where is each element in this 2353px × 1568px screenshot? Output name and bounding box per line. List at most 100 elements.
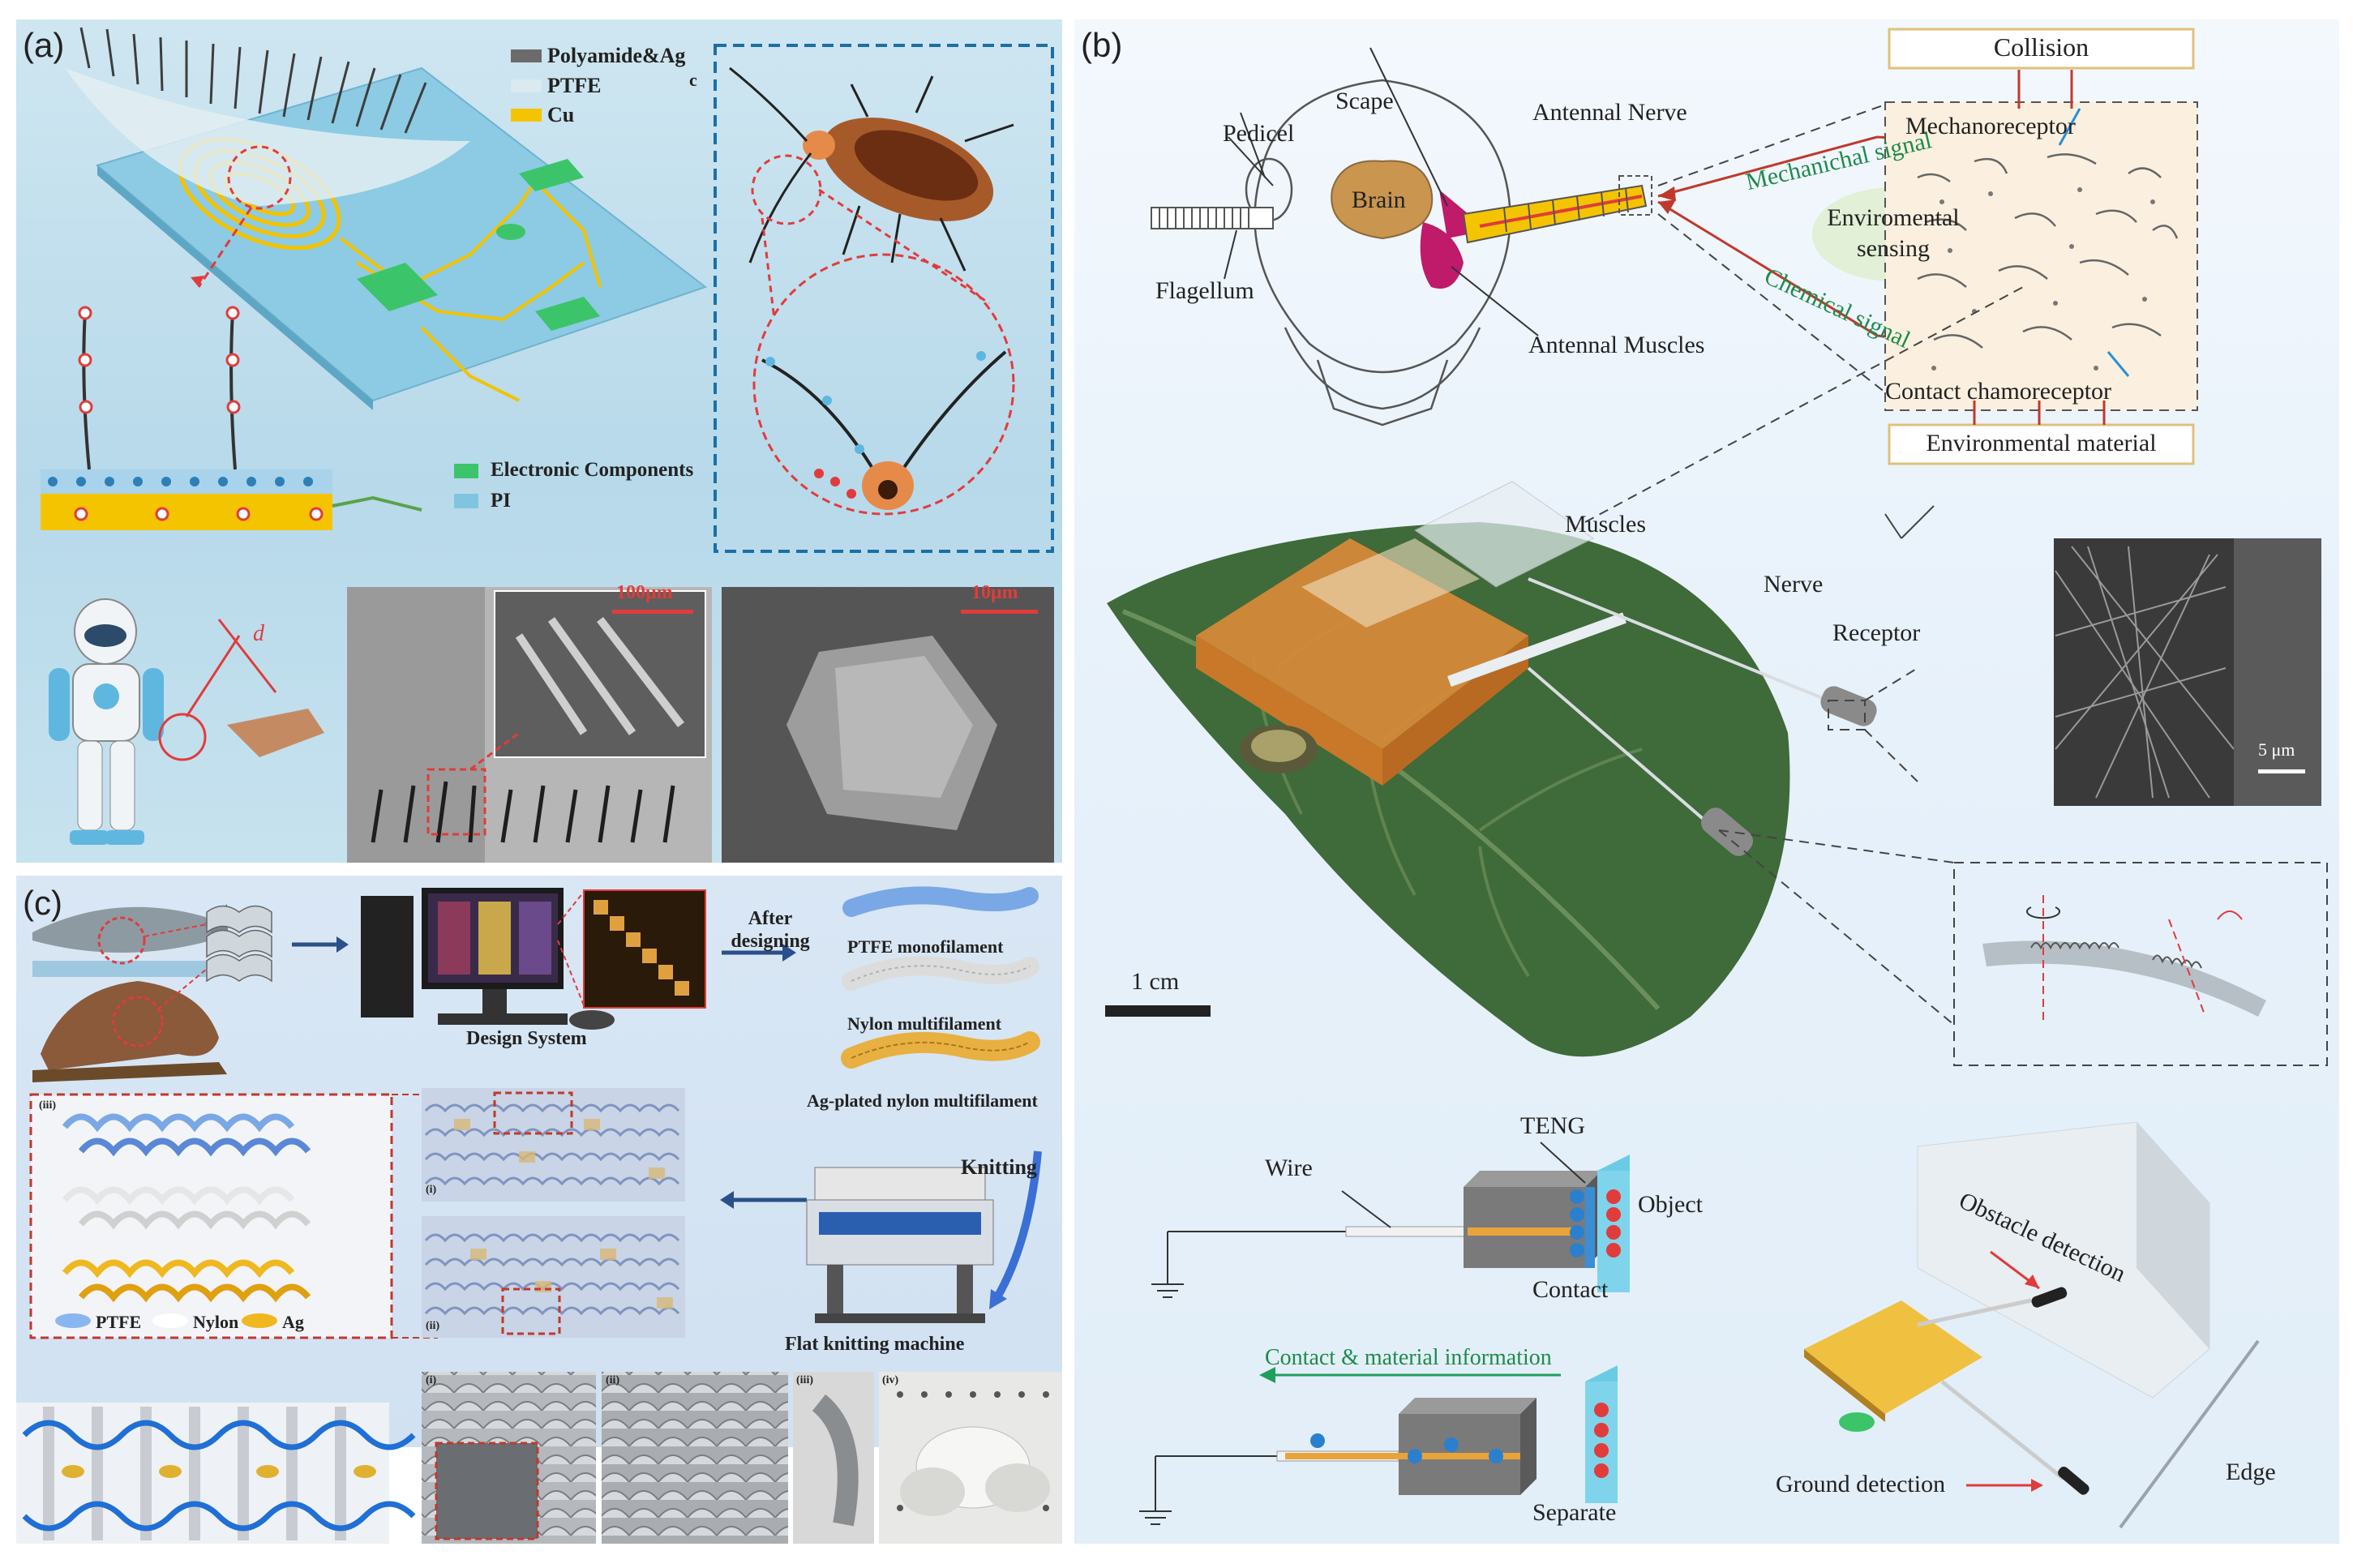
environmental-material-box [1888, 423, 2195, 465]
component-2 [519, 159, 584, 191]
joint-inset [1982, 940, 2266, 1017]
robot-device [1196, 481, 1627, 786]
label-ground-detection: Ground detection [1776, 1471, 1946, 1497]
label-ptfe-monofilament: PTFE monofilament [847, 936, 1004, 957]
substrate-edge [97, 165, 373, 410]
sem-hair-row [371, 781, 675, 843]
legend-pi: PI [491, 490, 511, 512]
sem-scale-line [2258, 769, 2305, 773]
fabric-photo-iii [793, 1372, 874, 1544]
label-5um: 5 μm [2258, 739, 2295, 760]
scale-bar-1cm [1105, 1005, 1211, 1017]
legend-ag-c: Ag [282, 1312, 304, 1332]
component-1 [357, 263, 438, 311]
label-nylon-multifilament: Nylon multifilament [847, 1013, 1002, 1034]
label-contact-chemoreceptor: Contact chamoreceptor [1885, 378, 2112, 405]
label-design-system: Design System [466, 1028, 587, 1049]
label-flagellum: Flagellum [1155, 277, 1254, 304]
label-designing: designing [731, 931, 810, 952]
label-mechanoreceptor: Mechanoreceptor [1905, 113, 2076, 139]
teng-separate-diagram [1139, 1365, 1618, 1525]
label-flat-knitting-machine: Flat knitting machine [785, 1334, 965, 1355]
sensilla-sketch [1917, 153, 2179, 349]
legend-ptfe-c: PTFE [96, 1312, 142, 1332]
roman-ii-photo: (ii) [606, 1374, 620, 1386]
roman-iv-photo: (iv) [882, 1374, 899, 1386]
label-edge: Edge [2226, 1459, 2276, 1485]
roman-ii-knit: (ii) [426, 1320, 440, 1332]
zoom-line [197, 207, 253, 288]
roman-i-knit: (i) [426, 1184, 437, 1196]
fish-pangolin [32, 904, 229, 1082]
detection-scene [1804, 1121, 2260, 1529]
roman-iii-knit: (iii) [39, 1099, 56, 1112]
distance-label: d [253, 621, 264, 646]
label-knitting: Knitting [961, 1155, 1037, 1179]
cu-layer [41, 494, 332, 530]
legend-swatch-ag [242, 1313, 277, 1328]
nylon-filament [842, 956, 1039, 991]
label-object: Object [1638, 1191, 1703, 1218]
nerve-wire-upper [1528, 577, 1829, 702]
label-receptor: Receptor [1832, 619, 1921, 646]
cockroach-box [714, 44, 1054, 553]
panel-c: (c) Design System After designing PTFE m… [16, 876, 1062, 1544]
label-environmental-2: sensing [1857, 235, 1930, 262]
label-scape: Scape [1335, 88, 1394, 114]
antennal-nerve-right [1462, 175, 1652, 244]
knit-pattern-ii [422, 1216, 685, 1338]
panel-a: (a) Polyamide&Ag PTFE c Cu Electronic Co… [16, 19, 1062, 863]
component-3 [535, 297, 600, 331]
scale-bar-100um: 100μm [616, 582, 673, 603]
panel-a-graphics [41, 27, 1054, 863]
label-contact: Contact [1532, 1276, 1609, 1303]
label-antennal-nerve: Antennal Nerve [1532, 99, 1687, 126]
legend-polyamide-ag: Polyamide&Ag [547, 44, 686, 67]
label-after: After [748, 908, 793, 929]
label-muscles: Muscles [1565, 511, 1646, 538]
nerve-wire-lower [1527, 666, 1708, 824]
legend-swatch-polyamide [511, 49, 542, 62]
fiber-lines [2055, 546, 2235, 799]
legend-cu: Cu [547, 103, 575, 126]
sem-100um [494, 590, 706, 758]
design-computer [361, 888, 615, 1030]
legend-swatch-nylon [152, 1313, 188, 1328]
zoom-circle [227, 145, 292, 210]
component-4 [496, 224, 525, 240]
collision-box [1888, 28, 2195, 70]
panel-c-label: (c) [23, 884, 62, 922]
insect-leader-lines [1224, 47, 1539, 336]
label-nerve: Nerve [1764, 571, 1824, 598]
hair-array [79, 27, 427, 134]
antennal-muscles-shape [1420, 222, 1464, 289]
legend-electronic-components: Electronic Components [491, 459, 694, 481]
flagellum-left [1151, 207, 1274, 229]
receptor-upper [1820, 686, 1877, 726]
negative-charges [48, 477, 313, 486]
ptfe-film [65, 68, 470, 206]
positive-charges [74, 507, 324, 521]
legend-swatch-electronic [454, 464, 478, 478]
brain-shape [1331, 160, 1434, 240]
receptor-box [1884, 101, 2198, 411]
legend-swatch-pi [454, 494, 478, 508]
scale-bar-10um: 10μm [971, 582, 1018, 603]
panel-b-graphics [1105, 28, 2328, 1529]
legend-swatch-cu [511, 109, 542, 122]
zoom-dashes [1584, 286, 2328, 1066]
label-brain: Brain [1352, 186, 1406, 213]
legend-ptfe: PTFE [547, 74, 602, 97]
panel-c-graphics [16, 886, 1062, 1544]
receptor-arrows [1973, 70, 2106, 425]
legend-nylon-c: Nylon [193, 1312, 239, 1332]
panel-a-label: (a) [23, 26, 65, 64]
cockroach [729, 66, 1015, 516]
label-1cm: 1 cm [1131, 968, 1180, 995]
robot [49, 598, 324, 845]
sensilla-dots [1931, 187, 2155, 371]
label-ag-multifilament: Ag-plated nylon multifilament [807, 1090, 1038, 1111]
label-separate: Separate [1532, 1499, 1617, 1526]
label-environmental-1: Enviromental [1827, 204, 1960, 231]
label-environmental-material: Environmental material [1926, 430, 2157, 456]
